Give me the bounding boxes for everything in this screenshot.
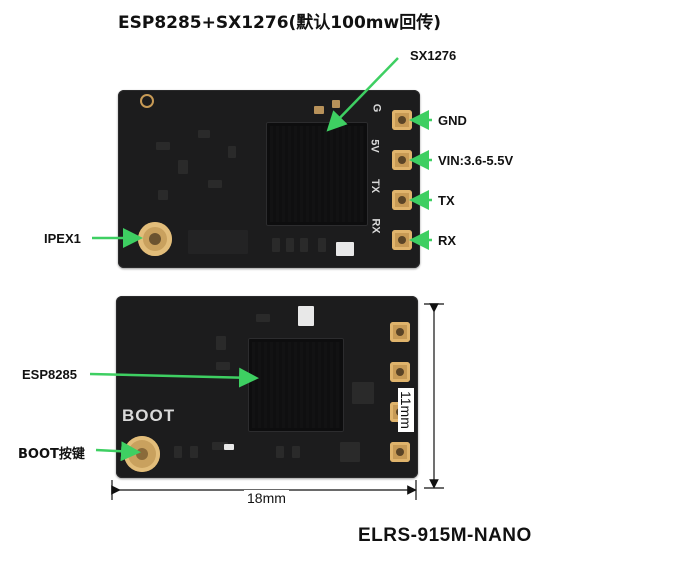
- pad-rx: [392, 230, 412, 250]
- label-rx: RX: [438, 233, 457, 248]
- pad-bottom-2: [390, 362, 410, 382]
- label-boot-key: BOOT按键: [18, 447, 85, 462]
- label-tx: TX: [438, 193, 455, 208]
- sx1276-chip: [266, 122, 368, 226]
- bottom-board-photo: BOOT: [116, 296, 418, 478]
- pad-bottom-1: [390, 322, 410, 342]
- label-ipex1: IPEX1: [44, 231, 81, 246]
- mount-hole: [140, 94, 154, 108]
- arrow-esp8285: [89, 367, 259, 388]
- silk-boot: BOOT: [122, 406, 176, 425]
- label-esp8285: ESP8285: [22, 367, 77, 382]
- pad-gnd: [392, 110, 412, 130]
- label-vin: VIN:3.6-5.5V: [438, 153, 514, 168]
- arrow-sx1276: [326, 57, 399, 132]
- model-name: ELRS-915M-NANO: [358, 525, 532, 546]
- pad-vin: [392, 150, 412, 170]
- dimension-width-label: 18mm: [244, 490, 289, 506]
- label-gnd: GND: [438, 113, 467, 128]
- page-title: ESP8285+SX1276(默认100mw回传): [118, 13, 441, 33]
- pad-bottom-4: [390, 442, 410, 462]
- dimension-height-label: 11mm: [398, 388, 414, 432]
- top-board-photo: G 5V TX RX: [118, 90, 420, 268]
- pad-tx: [392, 190, 412, 210]
- label-sx1276: SX1276: [410, 48, 457, 63]
- esp8285-chip: [248, 338, 344, 432]
- arrow-boot: [95, 441, 141, 462]
- ipex1-connector: [138, 222, 172, 256]
